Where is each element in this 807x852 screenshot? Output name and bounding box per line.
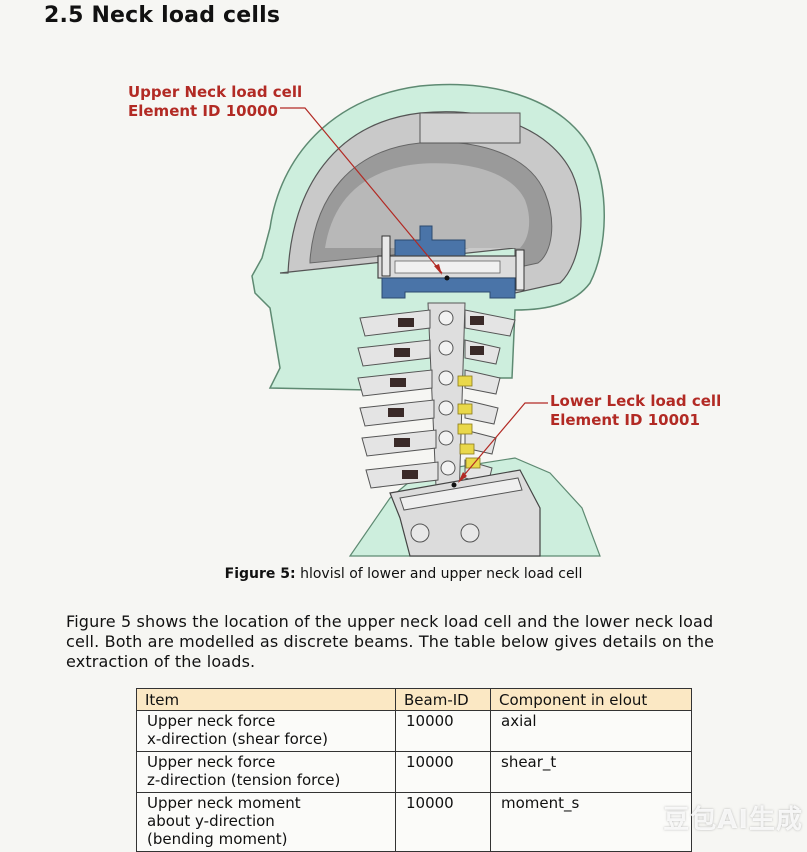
lower-neck-callout: Lower Leck load cell Element ID 10001: [550, 392, 721, 430]
loads-table: Item Beam-ID Component in elout Upper ne…: [136, 688, 692, 852]
item-line: about y-direction: [147, 812, 275, 830]
skull-cavity-highlight: [325, 163, 530, 248]
right-bolt: [515, 249, 525, 291]
component-cell: moment_s: [490, 792, 692, 852]
lower-callout-element-id: Element ID 10001: [550, 411, 700, 429]
header-beam-id: Beam-ID: [395, 688, 491, 711]
upper-plate-inner: [394, 260, 501, 274]
beam-id-cell: 10000: [395, 710, 491, 752]
body-paragraph: Figure 5 shows the location of the upper…: [66, 612, 766, 672]
upper-callout-element-id: Element ID 10000: [128, 102, 278, 120]
beam-id-cell: 10000: [395, 792, 491, 852]
upper-callout-title: Upper Neck load cell: [128, 83, 303, 101]
item-line: z-direction (tension force): [147, 771, 341, 789]
header-component: Component in elout: [490, 688, 692, 711]
beam-id-cell: 10000: [395, 751, 491, 793]
item-line: x-direction (shear force): [147, 730, 328, 748]
vertebra-joints: [438, 310, 456, 476]
discs-dark: [388, 316, 484, 479]
table-row: Upper neck force z-direction (tension fo…: [136, 751, 692, 793]
table-row: Upper neck moment about y-direction (ben…: [136, 792, 692, 852]
section-title: Neck load cells: [91, 3, 281, 28]
component-cell: axial: [490, 710, 692, 752]
item-line: (bending moment): [147, 830, 288, 848]
component-cell: shear_t: [490, 751, 692, 793]
watermark: 豆包AI生成: [663, 805, 803, 835]
upper-load-cell-point: [444, 275, 450, 281]
item-line: Upper neck force: [147, 753, 276, 771]
paragraph-line: extraction of the loads.: [66, 652, 256, 671]
figure-caption: Figure 5: hlovisl of lower and upper nec…: [0, 566, 807, 582]
table-row: Upper neck force x-direction (shear forc…: [136, 710, 692, 752]
item-line: Upper neck moment: [147, 794, 301, 812]
neck-model-illustration: [251, 83, 605, 557]
section-heading: 2.5 Neck load cells: [44, 3, 280, 28]
item-cell: Upper neck force x-direction (shear forc…: [136, 710, 396, 752]
lower-cell-plate: [399, 477, 523, 511]
skull-cap-block: [419, 112, 521, 144]
lower-callout-title: Lower Leck load cell: [550, 392, 722, 410]
section-number: 2.5: [44, 3, 84, 28]
lower-callout-arrowhead: [458, 472, 467, 483]
lower-joint-left: [410, 523, 430, 543]
item-line: Upper neck force: [147, 712, 276, 730]
upper-neck-callout: Upper Neck load cell Element ID 10000: [128, 83, 302, 121]
header-item: Item: [136, 688, 396, 711]
upper-callout-arrowhead: [434, 264, 442, 275]
upper-callout-leader: [280, 107, 443, 274]
paragraph-line: Figure 5 shows the location of the upper…: [66, 612, 714, 631]
caption-text: hlovisl of lower and upper neck load cel…: [300, 566, 583, 582]
upper-cell-blue-bottom: [381, 277, 516, 299]
paragraph-line: cell. Both are modelled as discrete beam…: [66, 632, 715, 651]
lower-callout-leader: [459, 402, 548, 481]
table-header-row: Item Beam-ID Component in elout: [136, 688, 692, 711]
item-cell: Upper neck moment about y-direction (ben…: [136, 792, 396, 852]
item-cell: Upper neck force z-direction (tension fo…: [136, 751, 396, 793]
lower-joint-right: [460, 523, 480, 543]
lower-load-cell-point: [451, 482, 457, 488]
left-bolt: [381, 235, 391, 277]
figure-5: Upper Neck load cell Element ID 10000 Lo…: [120, 78, 740, 558]
caption-label: Figure 5:: [224, 566, 296, 582]
discs-yellow: [457, 375, 481, 469]
